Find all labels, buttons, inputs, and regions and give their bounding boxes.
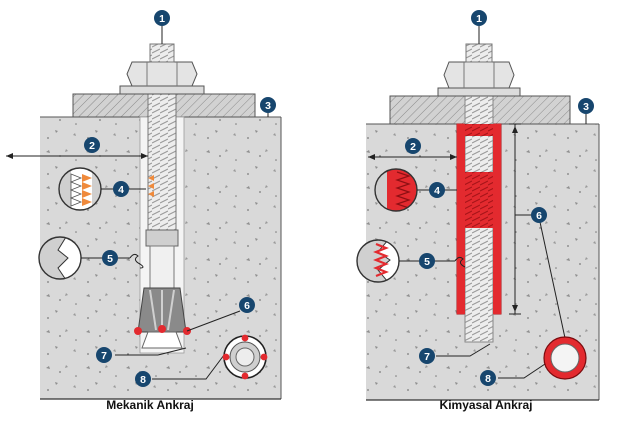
- svg-text:6: 6: [536, 210, 542, 222]
- svg-text:3: 3: [265, 100, 271, 112]
- badge-5: 5: [419, 253, 435, 269]
- svg-text:5: 5: [424, 256, 430, 268]
- mechanical-anchor-panel: 1 2 3 4 5 6 7 8: [6, 10, 282, 400]
- badge-6: 6: [239, 297, 255, 313]
- chemical-anchor-panel: 1 2 3 4 5 6 7 8: [356, 10, 600, 401]
- svg-text:7: 7: [424, 351, 430, 363]
- detail-circle-interlock: [39, 237, 81, 279]
- cross-section-ring: [222, 334, 268, 380]
- svg-text:3: 3: [583, 101, 589, 113]
- badge-3: 3: [578, 98, 594, 114]
- badge-3: 3: [260, 97, 276, 113]
- svg-text:4: 4: [118, 184, 124, 196]
- badge-1: 1: [154, 10, 170, 26]
- badge-5: 5: [102, 250, 118, 266]
- badge-7: 7: [419, 348, 435, 364]
- badge-6: 6: [531, 207, 547, 223]
- svg-text:2: 2: [410, 141, 416, 153]
- hex-nut: [126, 61, 198, 87]
- washer: [119, 85, 205, 95]
- badge-2: 2: [405, 138, 421, 154]
- svg-text:5: 5: [107, 253, 113, 265]
- badge-2: 2: [84, 137, 100, 153]
- contact-dot: [158, 325, 166, 333]
- svg-text:1: 1: [476, 13, 482, 25]
- leader-lines: [81, 26, 269, 380]
- expansion-sleeve: [145, 229, 179, 247]
- leader-lines: [399, 26, 587, 379]
- caption-chemical-anchor: Kimyasal Ankraj: [439, 398, 533, 412]
- expansion-cone: [141, 331, 183, 349]
- svg-text:6: 6: [244, 300, 250, 312]
- caption-mechanical-anchor: Mekanik Ankraj: [106, 398, 194, 412]
- cross-section-bond-ring: [543, 336, 587, 380]
- bolt-tip: [149, 43, 175, 63]
- svg-text:8: 8: [140, 374, 146, 386]
- svg-text:7: 7: [101, 350, 107, 362]
- svg-text:4: 4: [434, 185, 440, 197]
- washer: [437, 87, 521, 97]
- badge-1: 1: [471, 10, 487, 26]
- badge-8: 8: [480, 370, 496, 386]
- badge-7: 7: [96, 347, 112, 363]
- bolt-lower-shank: [149, 245, 175, 289]
- bonded-thread-zone: [465, 172, 493, 228]
- bonded-thread-zone-lower: [465, 124, 493, 136]
- rod-tip: [465, 43, 493, 63]
- contact-dot: [134, 327, 142, 335]
- svg-text:2: 2: [89, 140, 95, 152]
- hex-nut: [443, 61, 515, 89]
- detail-circle-chemical-interlock: [357, 240, 399, 282]
- badge-8: 8: [135, 371, 151, 387]
- svg-text:1: 1: [159, 13, 165, 25]
- badge-4: 4: [429, 182, 445, 198]
- expansion-zone-mark: [148, 175, 154, 197]
- badge-4: 4: [113, 181, 129, 197]
- bolt-shank: [147, 77, 177, 231]
- svg-text:8: 8: [485, 373, 491, 385]
